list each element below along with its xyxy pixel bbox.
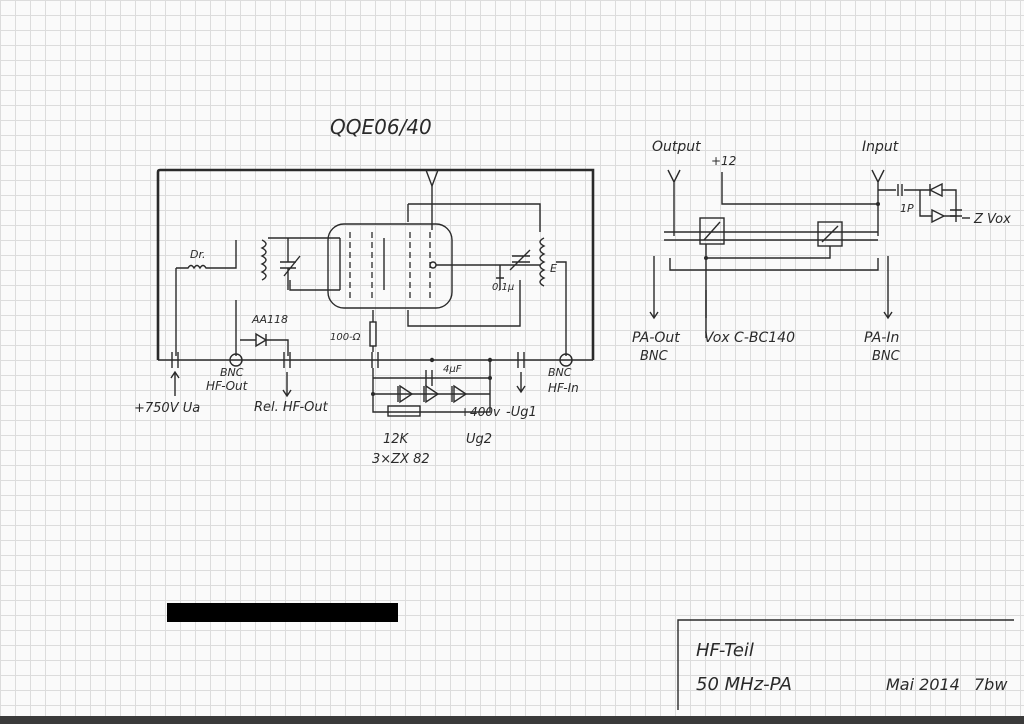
pa-out-bnc-label: BNC bbox=[640, 349, 669, 364]
plus-400-label: +400v bbox=[460, 405, 501, 419]
output-label: Output bbox=[652, 139, 701, 155]
ground-frame bbox=[156, 168, 595, 360]
ug1-label: -Ug1 bbox=[506, 405, 537, 420]
rel-hf-out-label: Rel. HF-Out bbox=[254, 400, 329, 415]
redaction-bar bbox=[167, 603, 398, 622]
title-line-2: 50 MHz-PA bbox=[696, 674, 792, 695]
resistor-12k bbox=[387, 405, 421, 417]
input-antenna-icon bbox=[871, 169, 885, 236]
tube-envelope bbox=[327, 223, 453, 309]
plus12-label: +12 bbox=[711, 154, 736, 168]
output-antenna-icon bbox=[667, 169, 681, 236]
pa-in-bnc-label: BNC bbox=[872, 349, 901, 364]
pa-out-label: PA-Out bbox=[632, 330, 680, 346]
hf-in-label: HF-In bbox=[548, 381, 579, 395]
bnc-in-connector bbox=[559, 353, 573, 367]
pa-schematic: QQE06/40 Dr. AA118 bbox=[134, 115, 595, 467]
output-coil bbox=[260, 239, 267, 281]
e-label: E bbox=[550, 262, 557, 275]
cap-01u-label: 0,1μ bbox=[492, 282, 514, 293]
input-label: Input bbox=[862, 139, 899, 155]
relay-1 bbox=[699, 217, 725, 245]
r12k-label: 12K bbox=[383, 432, 410, 447]
choke-label: Dr. bbox=[190, 248, 205, 261]
cap-4uf-label: 4μF bbox=[443, 364, 462, 375]
ug2-label: Ug2 bbox=[466, 432, 492, 447]
bnc-out-label: BNC bbox=[220, 366, 244, 379]
bnc-out-connector bbox=[229, 353, 243, 367]
input-coil bbox=[539, 237, 546, 287]
pa-in-label: PA-In bbox=[864, 330, 899, 346]
zener-1 bbox=[397, 384, 414, 404]
page-bottom-edge bbox=[0, 716, 1024, 724]
tube-title: QQE06/40 bbox=[330, 115, 432, 139]
zener-3 bbox=[451, 384, 468, 404]
resistor-100-label: 100-Ω bbox=[330, 332, 361, 343]
zvox-label: Z Vox bbox=[973, 212, 1011, 227]
title-block: HF-Teil 50 MHz-PA Mai 2014 7bw bbox=[677, 619, 1014, 710]
title-author: 7bw bbox=[974, 675, 1008, 694]
relay-schematic: Output +12 Input 1P Z Vox PA-Out BNC Vox… bbox=[632, 139, 1011, 364]
title-line-1: HF-Teil bbox=[696, 640, 754, 661]
diode-label: AA118 bbox=[251, 313, 288, 326]
hf-out-label: HF-Out bbox=[206, 379, 249, 393]
zener-label: 3×ZX 82 bbox=[372, 452, 430, 467]
cap-1p-label: 1P bbox=[900, 202, 914, 215]
bnc-in-label: BNC bbox=[548, 366, 572, 379]
title-date: Mai 2014 bbox=[886, 675, 960, 694]
vox-label: Vox C-BC140 bbox=[704, 330, 795, 346]
anode-supply-label: +750V Ua bbox=[134, 401, 200, 416]
zener-2 bbox=[423, 384, 440, 404]
